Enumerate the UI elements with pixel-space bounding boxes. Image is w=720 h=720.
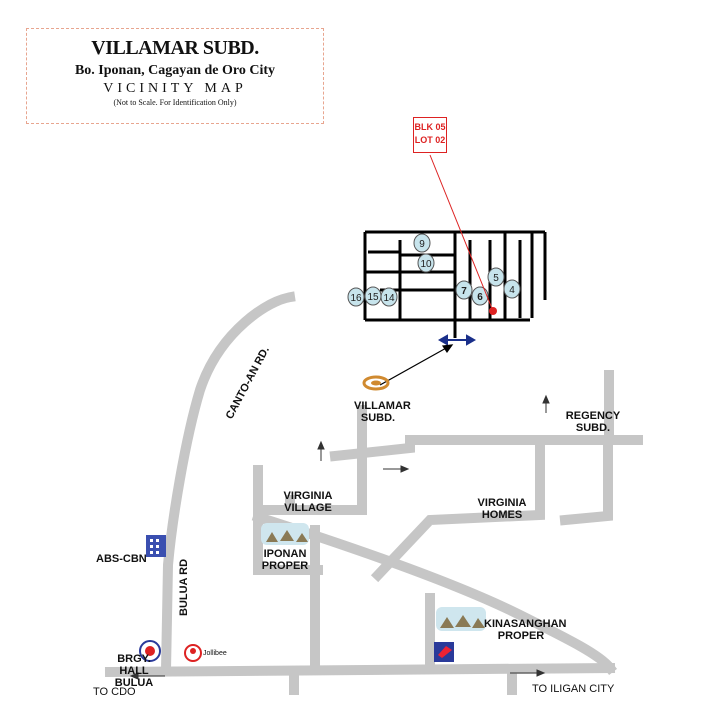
- entrance-arrow: [437, 334, 477, 346]
- map-note: (Not to Scale. For Identification Only): [113, 98, 237, 107]
- block-lot-marker: BLK 05 LOT 02: [413, 117, 447, 153]
- lot-number: 5: [493, 273, 499, 284]
- road-network: [104, 291, 643, 695]
- jollibee-label: Jollibee: [203, 650, 227, 657]
- regency-road: [329, 435, 643, 462]
- jollibee-icon: [184, 644, 202, 662]
- petron-icon: [434, 642, 454, 662]
- kinasanghan-label: KINASANGHAN PROPER: [484, 618, 567, 642]
- villamar-label: VILLAMAR SUBD.: [354, 400, 411, 424]
- virginia-village-road: [253, 465, 323, 575]
- building-icon: [146, 535, 166, 557]
- virginia-homes-road: [370, 443, 545, 583]
- regency-label: REGENCY SUBD.: [565, 410, 621, 434]
- lot-number: 16: [350, 293, 362, 304]
- lot-marker-dot: [489, 307, 497, 315]
- map-title-box: VILLAMAR SUBD. Bo. Iponan, Cagayan de Or…: [26, 28, 324, 124]
- lot-number: 14: [383, 293, 395, 304]
- house-cluster-icon: [436, 607, 486, 631]
- bulua-rd-label: BULUA RD: [178, 558, 190, 616]
- house-cluster-icon: [261, 523, 309, 545]
- direction-arrows: [129, 394, 550, 680]
- abs-cbn-label: ABS-CBN: [96, 553, 147, 565]
- lot-numbers: 9 10 16 15 14 7 6 5 4: [350, 239, 515, 304]
- map-location: Bo. Iponan, Cagayan de Oro City: [74, 63, 276, 78]
- diagonal-road: [251, 510, 618, 676]
- lot-number: 7: [461, 286, 467, 297]
- main-highway: [104, 662, 616, 678]
- lot-number: 4: [509, 285, 515, 296]
- canto-an-road: [160, 291, 296, 676]
- lot-number: 10: [420, 259, 432, 270]
- brgy-hall-label: BRGY. HALL BULUA: [114, 653, 154, 689]
- subdivision-block: [363, 230, 547, 338]
- east-road: [559, 435, 613, 526]
- landmark-target-icon: [362, 375, 390, 391]
- lot-number: 6: [477, 292, 483, 303]
- villamar-pointer: [379, 344, 454, 386]
- to-cdo-label: TO CDO: [93, 686, 136, 698]
- virginia-village-label: VIRGINIA VILLAGE: [283, 490, 333, 514]
- map-type: VICINITY MAP: [103, 81, 247, 96]
- brgy-hall-icon: [139, 640, 161, 662]
- map-title: VILLAMAR SUBD.: [91, 37, 259, 59]
- to-iligan-label: TO ILIGAN CITY: [532, 683, 615, 695]
- virginia-homes-label: VIRGINIA HOMES: [477, 497, 527, 521]
- marker-line-2: LOT 02: [414, 135, 446, 145]
- marker-line-1: BLK 05: [414, 122, 446, 132]
- lot-number: 9: [419, 239, 425, 250]
- iponan-proper-label: IPONAN PROPER: [261, 548, 309, 572]
- marker-pointer-line: [429, 154, 494, 312]
- lot-circles: [347, 233, 521, 307]
- lot-number: 15: [367, 292, 379, 303]
